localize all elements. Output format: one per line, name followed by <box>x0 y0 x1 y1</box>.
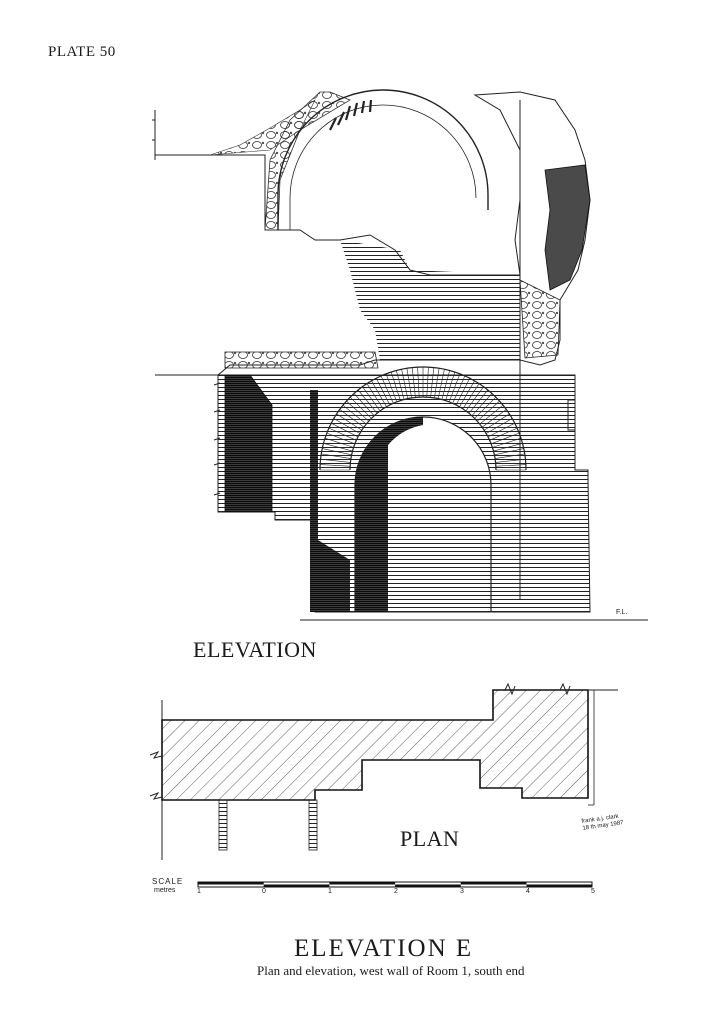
scale-bar <box>197 881 593 888</box>
scale-word: SCALE <box>152 877 184 886</box>
scale-tick-label: 1 <box>328 888 332 895</box>
figure-caption: Plan and elevation, west wall of Room 1,… <box>257 963 525 978</box>
elevation-label: ELEVATION <box>193 637 317 662</box>
plan-label: PLAN <box>400 826 460 851</box>
elevation-drawing <box>152 89 648 621</box>
figure-title: ELEVATION E <box>294 935 474 962</box>
scale-tick-label: 4 <box>526 888 530 895</box>
scale-unit: metres <box>154 887 176 894</box>
scale-tick-label: 3 <box>460 888 464 895</box>
plan-drawing <box>149 682 618 860</box>
plate-number: PLATE 50 <box>48 44 116 60</box>
scale-tick-label: 1 <box>197 888 201 895</box>
scale-tick-label: 0 <box>262 888 266 895</box>
scale-tick-label: 2 <box>394 888 398 895</box>
artist-initials: F.L. <box>616 609 628 616</box>
scale-tick-label: 5 <box>591 888 595 895</box>
